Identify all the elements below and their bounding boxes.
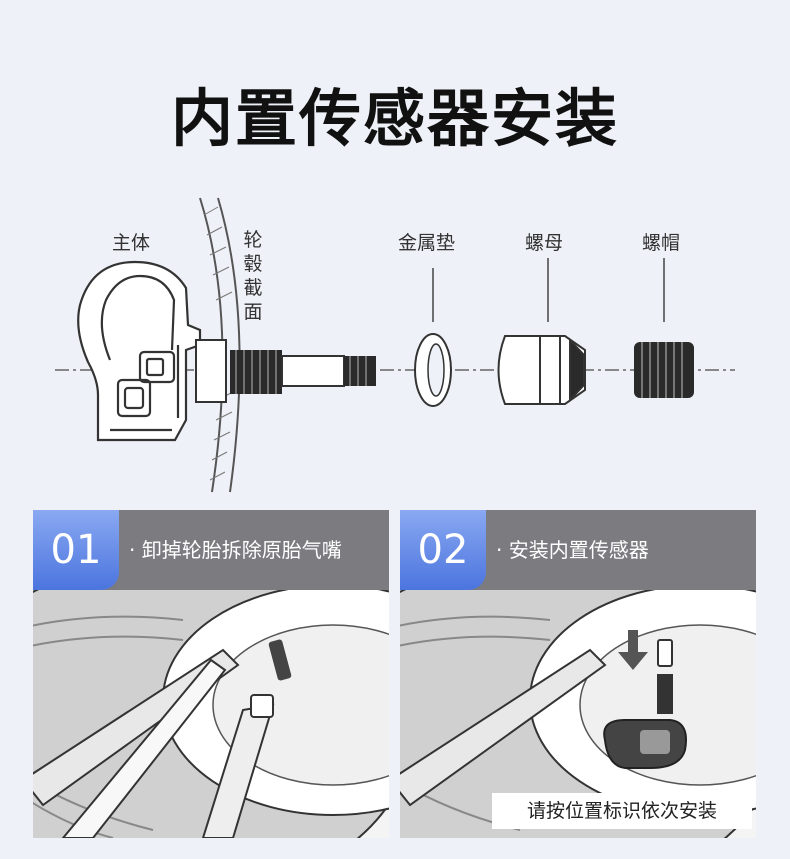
step-header: 02 · 安装内置传感器 [400, 510, 756, 590]
exploded-diagram [55, 197, 735, 493]
threaded-stem-shape [230, 350, 376, 394]
step-card-2: 02 · 安装内置传感器 [400, 510, 756, 838]
step-description: · 安装内置传感器 [496, 538, 649, 562]
label-metal-washer: 金属垫 [398, 232, 456, 254]
step-description: · 卸掉轮胎拆除原胎气嘴 [129, 538, 342, 562]
label-cap: 螺帽 [642, 232, 681, 254]
washer-shape [414, 333, 452, 407]
tire-removal-illustration [33, 590, 389, 838]
sensor-body-shape [77, 260, 202, 442]
step-number: 02 [400, 510, 486, 590]
sensor-install-illustration [400, 590, 756, 838]
label-rim-section: 轮毂截面 [243, 229, 263, 323]
page-title: 内置传感器安装 [170, 82, 619, 155]
rim-section-shape [199, 197, 241, 493]
sensor-unit-shape [603, 639, 687, 769]
label-nut: 螺母 [525, 232, 564, 254]
step-card-1: 01 · 卸掉轮胎拆除原胎气嘴 [33, 510, 389, 838]
cap-shape [634, 342, 694, 398]
valve-tool [201, 639, 292, 838]
nut-shape [497, 335, 586, 405]
install-arrow-icon [618, 630, 648, 670]
step-number: 01 [33, 510, 119, 590]
install-order-note: 请按位置标识依次安装 [492, 793, 752, 829]
step-header: 01 · 卸掉轮胎拆除原胎气嘴 [33, 510, 389, 590]
label-main-body: 主体 [112, 232, 151, 254]
valve-neck-shape [195, 339, 227, 403]
